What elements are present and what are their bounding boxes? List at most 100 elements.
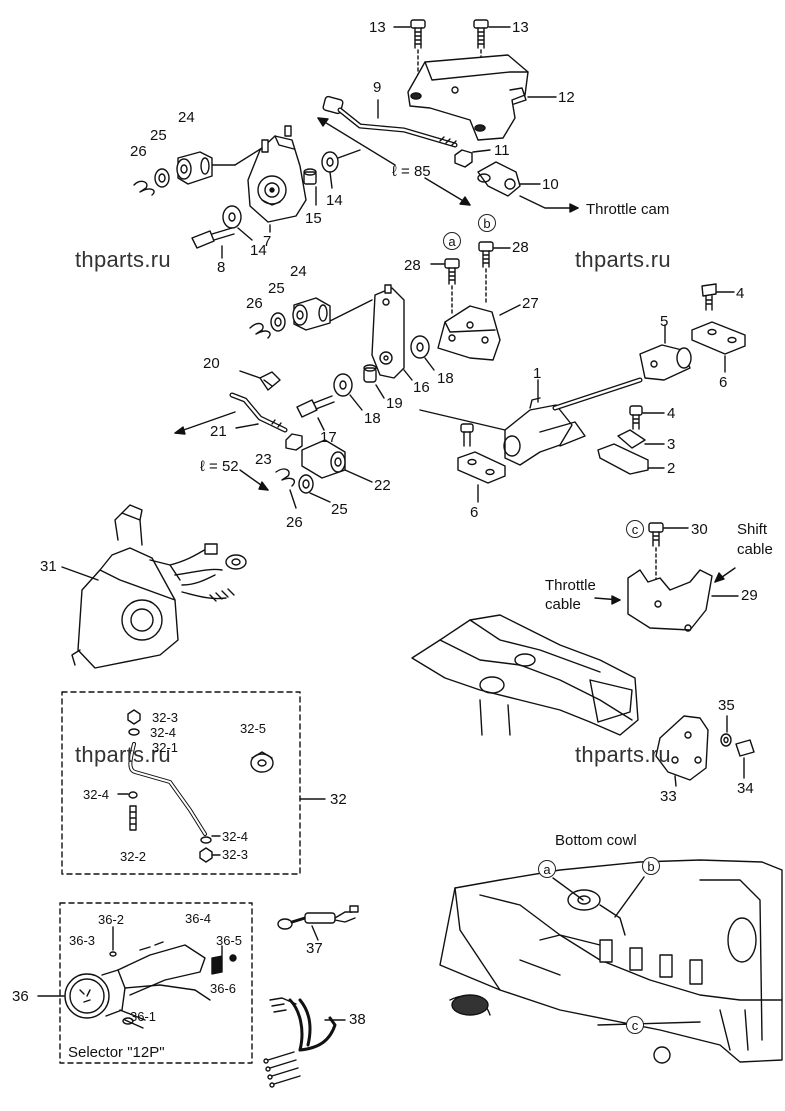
part-label: 34 [737,780,754,797]
part-label: 26 [130,143,147,160]
bolt-28-b [478,241,494,268]
part-label: 25 [268,280,285,297]
nut-23 [285,433,303,451]
watermark: thparts.ru [575,742,671,767]
nut-11 [454,149,473,168]
part-label: 29 [741,587,758,604]
bolt-4-upper [701,283,717,311]
shift-shaft-1 [503,377,643,466]
cable-37 [277,905,359,930]
collar-24-middle [292,297,331,331]
part-label: 13 [512,19,529,36]
washer-18-right [410,335,430,359]
part-label: 28 [512,239,529,256]
part-label: 30 [691,521,708,538]
part-label: 6 [470,504,479,521]
selector-36 [64,941,237,1029]
lever-16 [371,284,405,379]
part-label: 27 [522,295,539,312]
part-label: 38 [349,1011,366,1028]
callout-a: a [443,232,461,250]
bolt-17 [296,395,335,418]
bracket-29 [627,569,713,632]
part-label: 36-1 [130,1009,157,1024]
watermark: thparts.ru [75,247,171,272]
part-label: 26 [286,514,303,531]
part-label: 33 [660,788,677,805]
part-label: 19 [386,395,403,412]
part-label: 20 [203,355,220,372]
bolt-13-left [410,19,426,49]
part-label: 17 [320,429,337,446]
part-label: 3 [667,436,676,453]
part-label: 32-4 [83,787,110,802]
part-label: 36 [12,988,29,1005]
part-label: 36-2 [98,912,125,927]
bolt-8 [191,227,235,249]
part-label: 15 [305,210,322,227]
part-label: 14 [326,192,343,209]
part-label: 32-4 [150,725,177,740]
bolt-30 [648,522,664,547]
part-label: 16 [413,379,430,396]
part-label: 10 [542,176,559,193]
part-label: 12 [558,89,575,106]
rod-21 [229,392,288,433]
part-label: 18 [437,370,454,387]
clip-20 [259,371,281,391]
washer-14-left [222,205,242,229]
part-label: 35 [718,697,735,714]
part-label: 13 [369,19,386,36]
part-label: 25 [331,501,348,518]
shift-cable-line2: cable [737,541,773,558]
callout-c: c [626,1016,644,1034]
part-label: 14 [250,242,267,259]
part-label: 32-2 [120,849,147,864]
part-label: 36-5 [216,933,243,948]
throttle-cable-line1: Throttle [545,577,596,594]
bolt-34 [735,739,755,757]
callout-b: b [478,214,496,232]
part-label: 28 [404,257,421,274]
part-label: 5 [660,313,669,330]
lever-5 [639,344,692,381]
bottom-cowl-label: Bottom cowl [555,832,637,849]
remote-control-box-31 [71,504,247,669]
part-label: 32-4 [222,829,249,844]
bracket-12 [407,54,529,141]
part-label: 9 [373,79,382,96]
throttle-cable-line2: cable [545,596,581,613]
collar-24-upper [176,151,213,185]
selector-label: Selector "12P" [68,1044,165,1061]
bracket-27 [437,305,501,361]
dimension-85: ℓ = 85 [392,163,431,180]
throttle-cam-note: Throttle cam [586,201,670,218]
part-2 [597,443,649,475]
bolt-28-a [444,258,460,285]
part-label: 36-3 [69,933,96,948]
part-label: 11 [494,142,510,159]
collar-15 [303,168,317,185]
dimension-52: ℓ = 52 [200,458,239,475]
part-label: 26 [246,295,263,312]
part-label: 32-3 [222,847,249,862]
engine-frame [411,614,639,736]
part-label: 21 [210,423,227,440]
watermark: thparts.ru [575,247,671,272]
part-label: 22 [374,477,391,494]
part-label: 32-3 [152,710,179,725]
part-label: 18 [364,410,381,427]
harness-38 [263,997,337,1088]
pin-26-lower [275,468,296,487]
bolt-6-lower [460,423,474,447]
part-label: 4 [667,405,676,422]
pin-26-middle [249,322,271,339]
part-label: 32-1 [152,740,179,755]
part-label: 24 [178,109,195,126]
part-label: 2 [667,460,676,477]
part-label: 32-5 [240,721,267,736]
collar-22 [301,439,346,479]
bottom-cowl [439,859,783,1064]
